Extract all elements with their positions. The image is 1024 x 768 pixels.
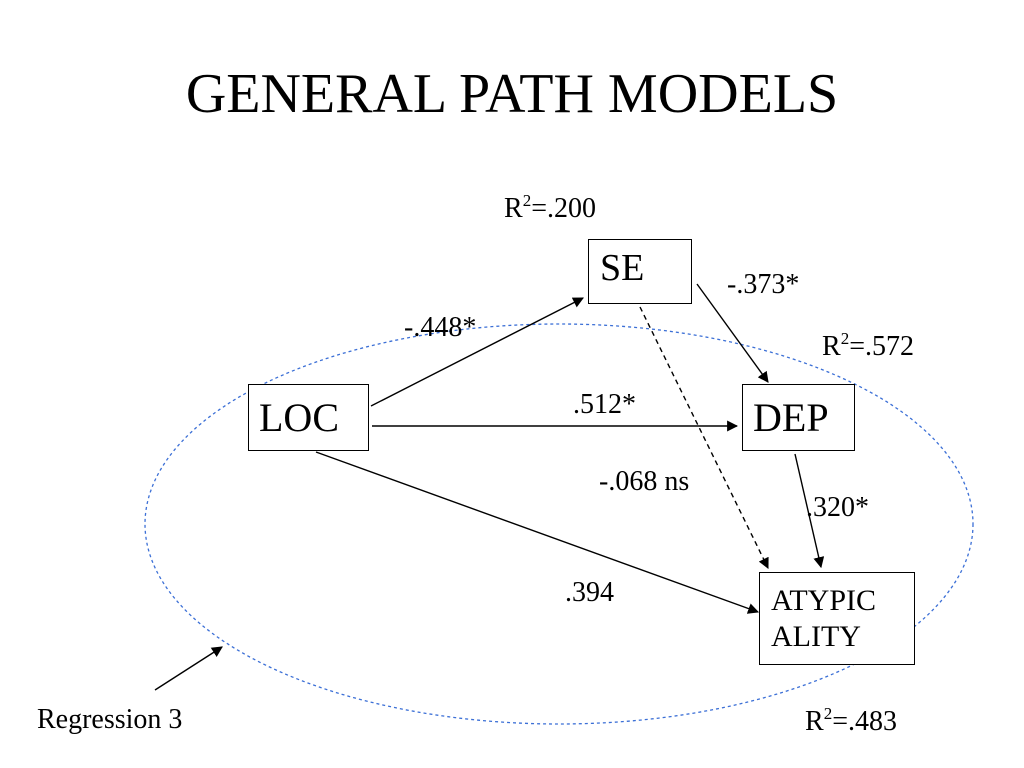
node-loc: LOC: [248, 384, 369, 451]
node-atypicality: ATYPIC ALITY: [759, 572, 915, 665]
coef-se-dep: -.373*: [727, 269, 800, 300]
page-title: GENERAL PATH MODELS: [185, 63, 839, 125]
r-squared-atypicality-value: =.483: [832, 706, 897, 737]
coef-loc-atypicality: .394: [565, 577, 614, 608]
r-squared-dep-symbol: R: [822, 331, 841, 362]
r-squared-dep-value: =.572: [849, 331, 914, 362]
regression-pointer-arrow: [154, 646, 223, 691]
coef-se-atypicality: -.068 ns: [599, 466, 690, 497]
r-squared-dep-exponent: 2: [840, 329, 850, 348]
coef-loc-dep: .512*: [573, 389, 636, 420]
path-loc-atypicality: [315, 451, 760, 614]
path-loc-se: [370, 297, 584, 407]
path-dep-atypicality: [794, 453, 825, 569]
r-squared-dep: R2=.572: [822, 329, 914, 363]
r-squared-atypicality: R2=.483: [805, 704, 897, 738]
node-se: SE: [588, 239, 692, 304]
path-se-atypicality: [639, 306, 769, 569]
node-dep-label: DEP: [753, 395, 829, 440]
coef-dep-atypicality: .320*: [806, 492, 869, 523]
node-dep: DEP: [742, 384, 855, 451]
node-loc-label: LOC: [259, 395, 339, 440]
regression-3-label: Regression 3: [37, 704, 183, 735]
node-se-label: SE: [600, 247, 645, 289]
r-squared-atypicality-exponent: 2: [823, 704, 833, 723]
r-squared-se-symbol: R: [504, 193, 523, 224]
r-squared-se: R2=.200: [504, 191, 596, 225]
path-se-dep: [696, 283, 769, 383]
r-squared-atypicality-symbol: R: [805, 706, 824, 737]
node-atypicality-label-line1: ATYPIC: [771, 584, 877, 617]
regression-3-ellipse: [144, 323, 974, 725]
r-squared-se-value: =.200: [531, 193, 596, 224]
r-squared-se-exponent: 2: [522, 191, 532, 210]
coef-loc-se: -.448*: [404, 312, 477, 343]
node-atypicality-label-line2: ALITY: [771, 620, 861, 653]
